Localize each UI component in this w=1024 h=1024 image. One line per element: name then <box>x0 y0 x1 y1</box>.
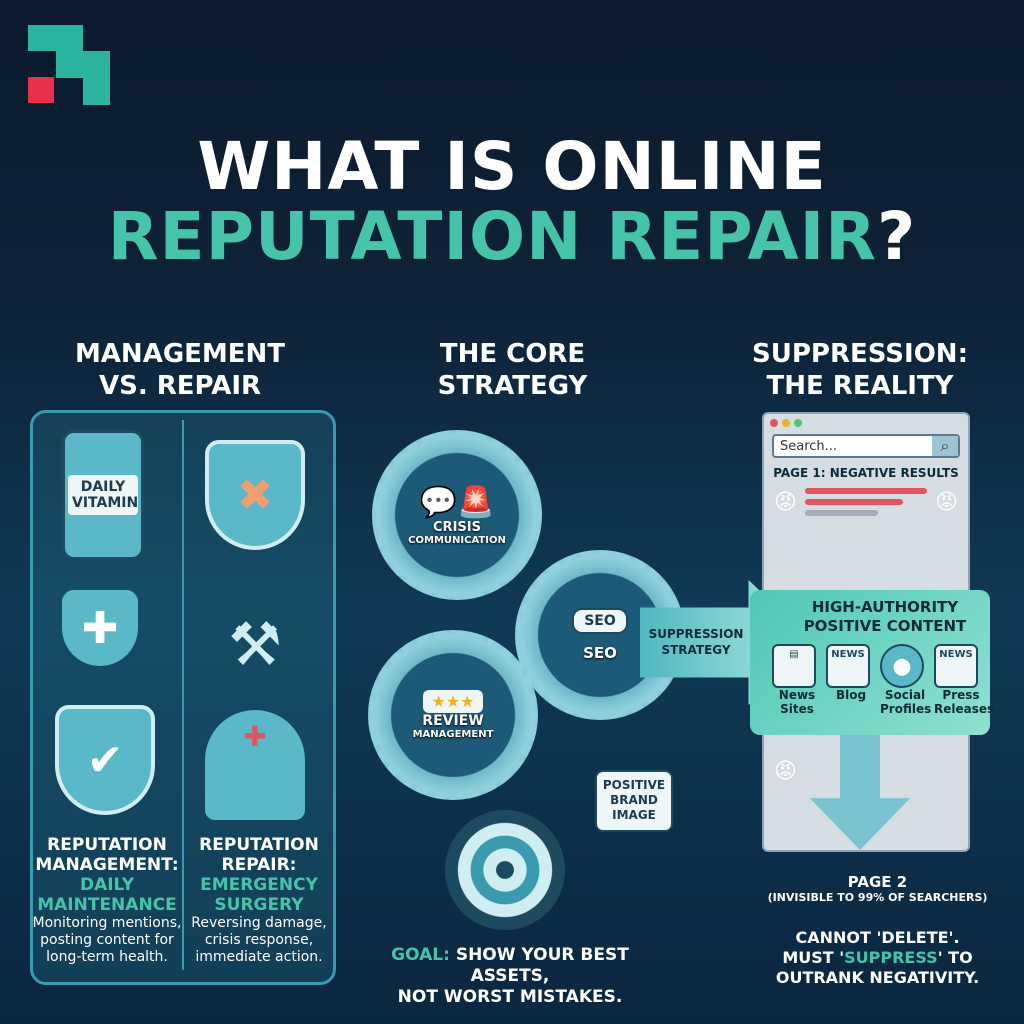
gear-seo: SEO SEO <box>515 550 685 720</box>
gear-crisis-communication: 💬🚨 CRISIS COMMUNICATION <box>372 430 542 600</box>
content-item-news-sites: ▤News Sites <box>772 644 822 716</box>
shield-plus-icon: ✚ <box>62 590 138 666</box>
repair-text: REPUTATION REPAIR: EMERGENCY SURGERY Rev… <box>191 835 327 965</box>
positive-brand-image-bubble: POSITIVE BRAND IMAGE <box>595 770 673 832</box>
logo <box>28 25 110 105</box>
search-icon[interactable]: ⌕ <box>932 436 958 456</box>
positive-content-box: HIGH-AUTHORITY POSITIVE CONTENT ▤News Si… <box>750 590 994 735</box>
divider <box>182 420 184 970</box>
heading-suppression: SUPPRESSION:THE REALITY <box>752 339 968 401</box>
wrench-screwdriver-icon: ⚒ <box>228 610 282 680</box>
title-line2: REPUTATION REPAIR? <box>107 198 917 275</box>
vitamin-bottle-icon: DAILY VITAMIN <box>62 430 144 560</box>
news-icon: NEWS <box>826 644 870 688</box>
window-controls <box>764 414 968 432</box>
management-text: REPUTATION MANAGEMENT: DAILY MAINTENANCE… <box>32 835 182 965</box>
content-item-social-profiles: ●Social Profiles <box>880 644 931 716</box>
title-line1: WHAT IS ONLINE <box>197 128 827 205</box>
shield-check-icon: ✔ <box>55 705 155 815</box>
press-release-icon: NEWS <box>934 644 978 688</box>
angry-face-icon: 😡 <box>774 489 797 515</box>
surgeon-icon: ✚ <box>205 710 305 820</box>
newspaper-icon: ▤ <box>772 644 816 688</box>
broken-shield-bandage-icon: ✖ <box>205 440 305 550</box>
chat-siren-icon: 💬🚨 <box>419 484 495 520</box>
stars-icon: ★★★ <box>423 690 483 713</box>
goal-text: GOAL: SHOW YOUR BEST ASSETS, NOT WORST M… <box>391 945 629 1007</box>
gear-review-management: ★★★ REVIEW MANAGEMENT <box>368 630 538 800</box>
angry-face-icon: 😡 <box>935 489 958 515</box>
target-icon <box>445 810 565 930</box>
angry-face-icon: 😡 <box>774 759 797 784</box>
search-input[interactable]: Search... <box>780 439 838 454</box>
suppress-conclusion: CANNOT 'DELETE'. MUST 'SUPPRESS' TO OUTR… <box>775 928 980 987</box>
page2-text: PAGE 2 (INVISIBLE TO 99% OF SEARCHERS) <box>767 873 988 904</box>
suppression-strategy-label: SUPPRESSION STRATEGY <box>648 627 744 657</box>
page1-label: PAGE 1: NEGATIVE RESULTS <box>773 466 959 480</box>
user-profile-icon: ● <box>880 644 924 688</box>
